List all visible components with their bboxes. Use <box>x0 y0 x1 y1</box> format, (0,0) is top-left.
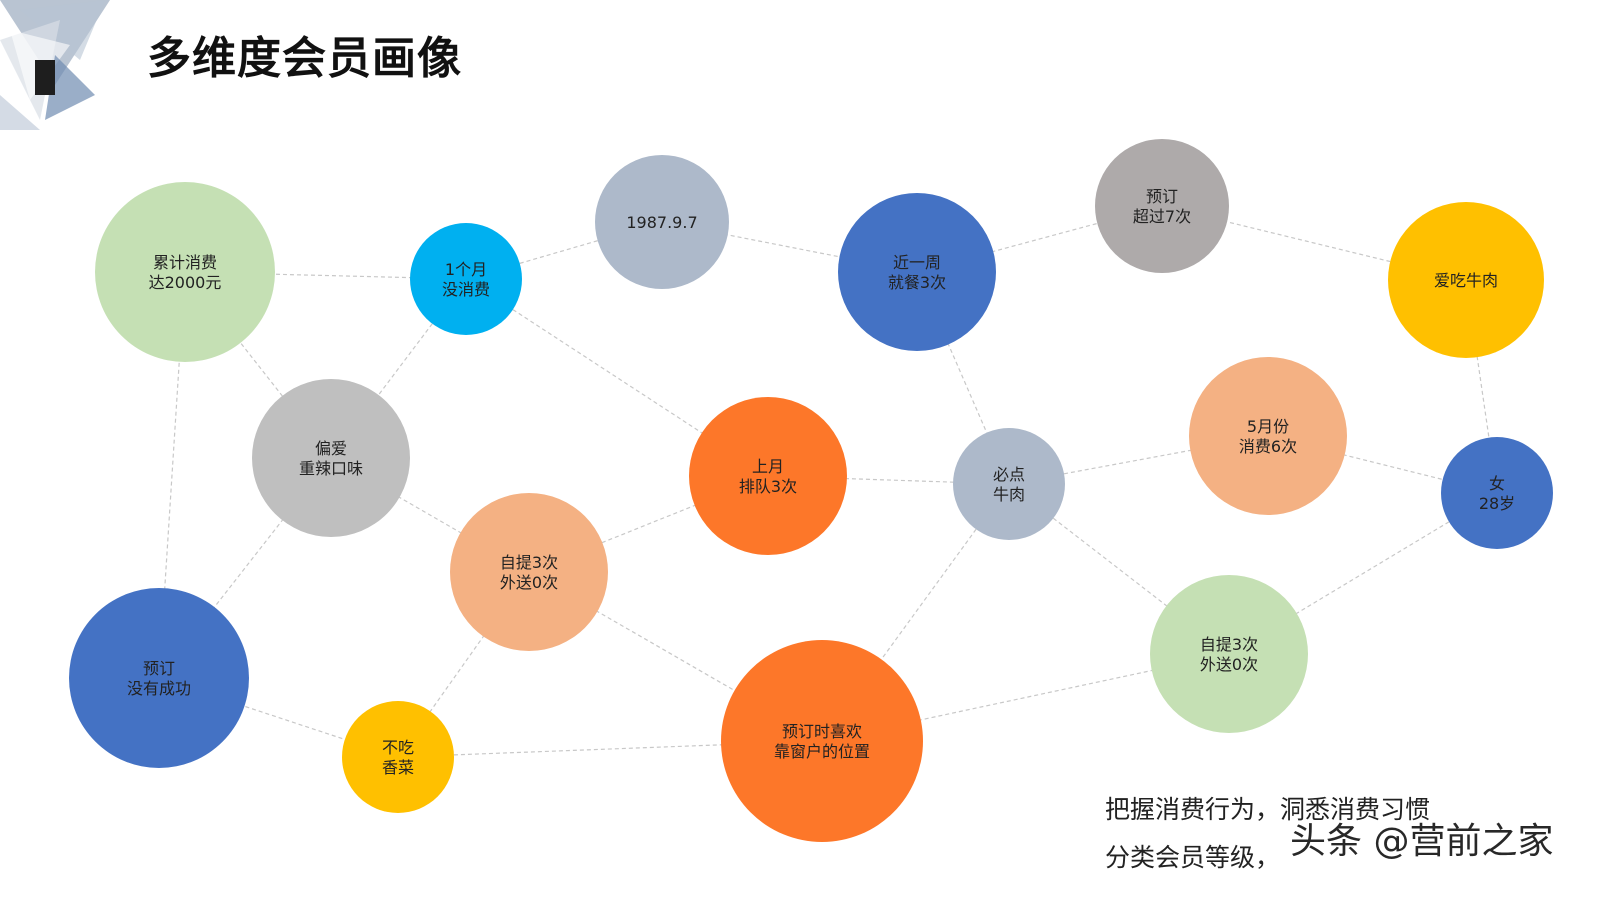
node-circle <box>410 223 522 335</box>
node-circle <box>953 428 1065 540</box>
node-circle <box>342 701 454 813</box>
caption-line-2: 分类会员等级， <box>1105 843 1281 872</box>
node-label: 女 <box>1489 474 1505 493</box>
node-label: 没消费 <box>442 280 490 299</box>
node-label: 5月份 <box>1247 417 1289 436</box>
node-label: 不吃 <box>382 738 414 757</box>
caption: 把握消费行为，洞悉消费习惯 分类会员等级， <box>1105 786 1585 882</box>
node-circle <box>595 155 729 289</box>
node-circle <box>689 397 847 555</box>
node-circle <box>1189 357 1347 515</box>
node-circle <box>95 182 275 362</box>
node-circle <box>1441 437 1553 549</box>
node-label: 香菜 <box>382 758 414 777</box>
node-label: 自提3次 <box>1200 635 1258 654</box>
node-birthday: 1987.9.7 <box>595 155 729 289</box>
node-circle <box>721 640 923 842</box>
node-label: 消费6次 <box>1239 437 1297 456</box>
node-label: 靠窗户的位置 <box>774 742 870 761</box>
edge-queue-must_beef <box>767 475 1010 485</box>
node-label: 超过7次 <box>1133 207 1191 226</box>
node-circle <box>450 493 608 651</box>
corner-logo <box>0 0 110 130</box>
node-label: 偏爱 <box>315 439 347 458</box>
node-label: 1个月 <box>445 260 487 279</box>
node-label: 28岁 <box>1479 494 1515 513</box>
node-label: 外送0次 <box>1200 655 1258 674</box>
node-label: 牛肉 <box>993 485 1025 504</box>
node-label: 达2000元 <box>149 273 222 292</box>
node-label: 预订 <box>143 659 175 678</box>
node-label: 累计消费 <box>153 253 217 272</box>
node-label: 预订时喜欢 <box>782 722 862 741</box>
node-label: 排队3次 <box>739 477 797 496</box>
node-label: 1987.9.7 <box>626 213 697 232</box>
node-label: 上月 <box>752 457 784 476</box>
node-circle <box>1150 575 1308 733</box>
node-label: 爱吃牛肉 <box>1434 271 1498 290</box>
node-circle <box>69 588 249 768</box>
node-circle <box>252 379 410 537</box>
node-label: 必点 <box>993 465 1025 484</box>
node-beef_love: 爱吃牛肉 <box>1388 202 1544 358</box>
node-label: 预订 <box>1146 187 1178 206</box>
page-title: 多维度会员画像 <box>147 33 462 84</box>
node-circle <box>1388 202 1544 358</box>
watermark: 头条 @营前之家 <box>1290 821 1554 862</box>
node-circle <box>838 193 996 351</box>
node-label: 外送0次 <box>500 573 558 592</box>
node-label: 就餐3次 <box>888 273 946 292</box>
caption-line-1: 把握消费行为，洞悉消费习惯 <box>1105 795 1431 824</box>
node-circle <box>1095 139 1229 273</box>
node-label: 近一周 <box>893 253 941 272</box>
node-label: 重辣口味 <box>299 459 363 478</box>
node-label: 没有成功 <box>127 679 191 698</box>
node-label: 自提3次 <box>500 553 558 572</box>
